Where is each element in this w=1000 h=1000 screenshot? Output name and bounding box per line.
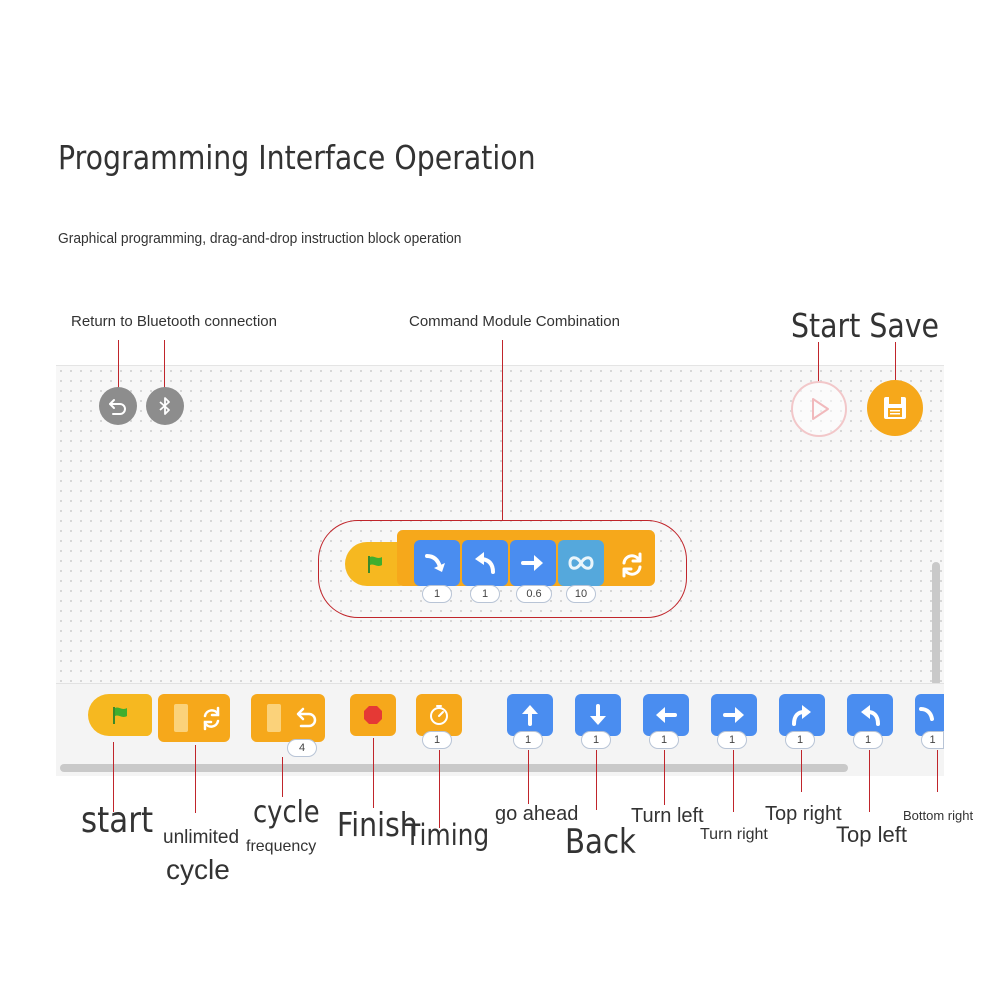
- green-flag-icon: [113, 707, 127, 724]
- callout-line-bluetooth: [164, 340, 165, 388]
- label-timing: Timing: [405, 818, 490, 852]
- arrow-left-icon: [656, 707, 677, 723]
- label-turn-left: Turn left: [631, 805, 704, 827]
- callout-line-turn-left: [664, 750, 665, 805]
- callout-command-combination: Command Module Combination: [409, 313, 620, 330]
- palette-turn-right-value[interactable]: 1: [717, 731, 747, 749]
- label-frequency: frequency: [246, 838, 317, 855]
- combo-start-block[interactable]: [345, 542, 405, 586]
- callout-line-finish: [373, 738, 374, 808]
- callout-line-go-ahead: [528, 750, 529, 804]
- callout-line-turn-right: [733, 750, 734, 812]
- callout-line-timing: [439, 750, 440, 828]
- combo-param-1[interactable]: 1: [422, 585, 452, 603]
- label-back: Back: [565, 822, 636, 862]
- arrow-bottom-right-icon: [918, 707, 934, 721]
- label-cycle: cycle: [253, 795, 320, 830]
- loop-refresh-icon: [174, 704, 220, 732]
- save-button[interactable]: [867, 380, 923, 436]
- palette-turn-left-value[interactable]: 1: [649, 731, 679, 749]
- combo-param-4[interactable]: 10: [566, 585, 596, 603]
- arrow-top-right-icon: [792, 705, 811, 726]
- page-subtitle: Graphical programming, drag-and-drop ins…: [58, 230, 462, 247]
- palette-timing-block[interactable]: [416, 694, 462, 736]
- green-flag-icon: [368, 556, 382, 573]
- label-bottom-right: Bottom right: [903, 808, 974, 823]
- palette-top-left-value[interactable]: 1: [853, 731, 883, 749]
- palette-cycle-count[interactable]: 4: [287, 739, 317, 757]
- palette-turn-right-block[interactable]: [711, 694, 757, 736]
- bluetooth-icon: [159, 397, 170, 415]
- palette-go-ahead-value[interactable]: 1: [513, 731, 543, 749]
- arrow-bottom-right-icon: [425, 554, 445, 572]
- combo-block-infinite[interactable]: [558, 540, 604, 586]
- combo-param-2[interactable]: 1: [470, 585, 500, 603]
- label-finish: Finish: [337, 805, 418, 844]
- palette-turn-left-block[interactable]: [643, 694, 689, 736]
- infinity-icon: [568, 556, 594, 570]
- palette-top-right-value[interactable]: 1: [785, 731, 815, 749]
- label-top-left: Top left: [836, 822, 907, 847]
- palette-cycle-block[interactable]: [251, 694, 325, 742]
- arrow-up-icon: [522, 705, 538, 726]
- palette-go-ahead-block[interactable]: [507, 694, 553, 736]
- loop-back-icon: [267, 704, 317, 732]
- horizontal-scrollbar[interactable]: [60, 764, 848, 772]
- arrow-top-left-icon: [475, 552, 495, 574]
- callout-line-save: [895, 342, 896, 380]
- play-icon: [812, 398, 829, 420]
- palette-bottom-right-block[interactable]: [915, 694, 944, 736]
- combo-param-3[interactable]: 0.6: [516, 585, 552, 603]
- callout-line-start: [818, 342, 819, 382]
- label-unlimited-cycle: cycle: [166, 854, 230, 885]
- callout-start-save: Start Save: [791, 306, 940, 345]
- label-unlimited: unlimited: [163, 827, 240, 848]
- callout-line-start-block: [113, 742, 114, 812]
- callout-line-combination: [502, 340, 503, 521]
- undo-icon: [109, 399, 126, 415]
- arrow-right-icon: [521, 555, 543, 571]
- label-turn-right: Turn right: [700, 826, 768, 843]
- label-start: start: [81, 800, 154, 841]
- callout-line-cycle: [282, 757, 283, 797]
- start-button[interactable]: [791, 381, 847, 437]
- floppy-disk-icon: [884, 397, 906, 419]
- palette-top-right-block[interactable]: [779, 694, 825, 736]
- arrow-top-left-icon: [861, 705, 880, 726]
- label-go-ahead: go ahead: [495, 803, 579, 825]
- combo-loop-refresh-icon: [617, 550, 647, 585]
- bluetooth-button[interactable]: [146, 387, 184, 425]
- combo-block-top-left[interactable]: [462, 540, 508, 586]
- arrow-right-icon: [723, 707, 744, 723]
- page-title: Programming Interface Operation: [58, 138, 536, 177]
- palette-start-block[interactable]: [88, 694, 152, 736]
- callout-line-top-right: [801, 750, 802, 792]
- combo-block-turn-right[interactable]: [510, 540, 556, 586]
- arrow-down-icon: [590, 704, 606, 725]
- return-button[interactable]: [99, 387, 137, 425]
- callout-line-unlimited: [195, 745, 196, 813]
- palette-timing-value[interactable]: 1: [422, 731, 452, 749]
- callout-return-bluetooth: Return to Bluetooth connection: [71, 313, 277, 330]
- palette-unlimited-cycle-block[interactable]: [158, 694, 230, 742]
- command-combination-highlight: [318, 520, 687, 618]
- timer-icon: [430, 705, 448, 725]
- callout-line-bottom-right: [937, 750, 938, 792]
- stop-octagon-icon: [364, 706, 382, 724]
- callout-line-top-left: [869, 750, 870, 812]
- callout-line-back: [596, 750, 597, 810]
- palette-finish-block[interactable]: [350, 694, 396, 736]
- label-top-right: Top right: [765, 803, 842, 825]
- callout-line-return: [118, 340, 119, 388]
- palette-top-left-block[interactable]: [847, 694, 893, 736]
- palette-back-value[interactable]: 1: [581, 731, 611, 749]
- palette-back-block[interactable]: [575, 694, 621, 736]
- combo-block-bottom-right[interactable]: [414, 540, 460, 586]
- palette-bottom-right-value[interactable]: 1: [921, 731, 944, 749]
- vertical-scrollbar[interactable]: [932, 562, 940, 686]
